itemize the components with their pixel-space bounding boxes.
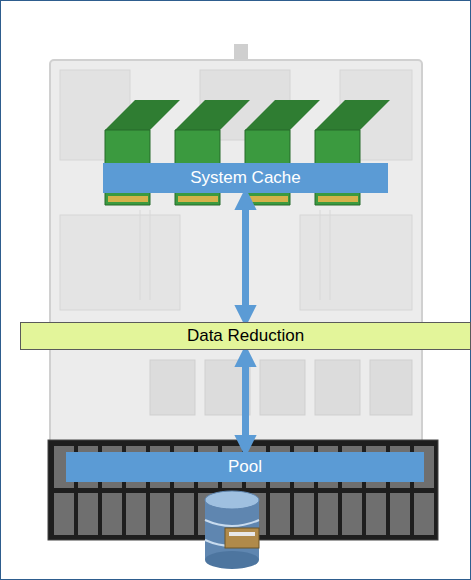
double-arrow — [242, 199, 249, 316]
reduction-band: Data Reduction — [20, 322, 471, 350]
pool-bar: Pool — [66, 452, 424, 482]
cache-bar: System Cache — [103, 163, 388, 193]
database-icon — [205, 491, 259, 569]
box-label: Data Reduction — [187, 327, 304, 346]
fan-row — [150, 360, 412, 415]
box-label: Pool — [228, 458, 262, 477]
double-arrow — [242, 356, 249, 446]
board-area — [60, 215, 180, 310]
disk-enclosure — [48, 440, 438, 540]
box-label: System Cache — [190, 169, 301, 188]
dimm-slots — [140, 210, 330, 300]
board-area — [300, 215, 412, 310]
server-chassis — [50, 60, 422, 445]
